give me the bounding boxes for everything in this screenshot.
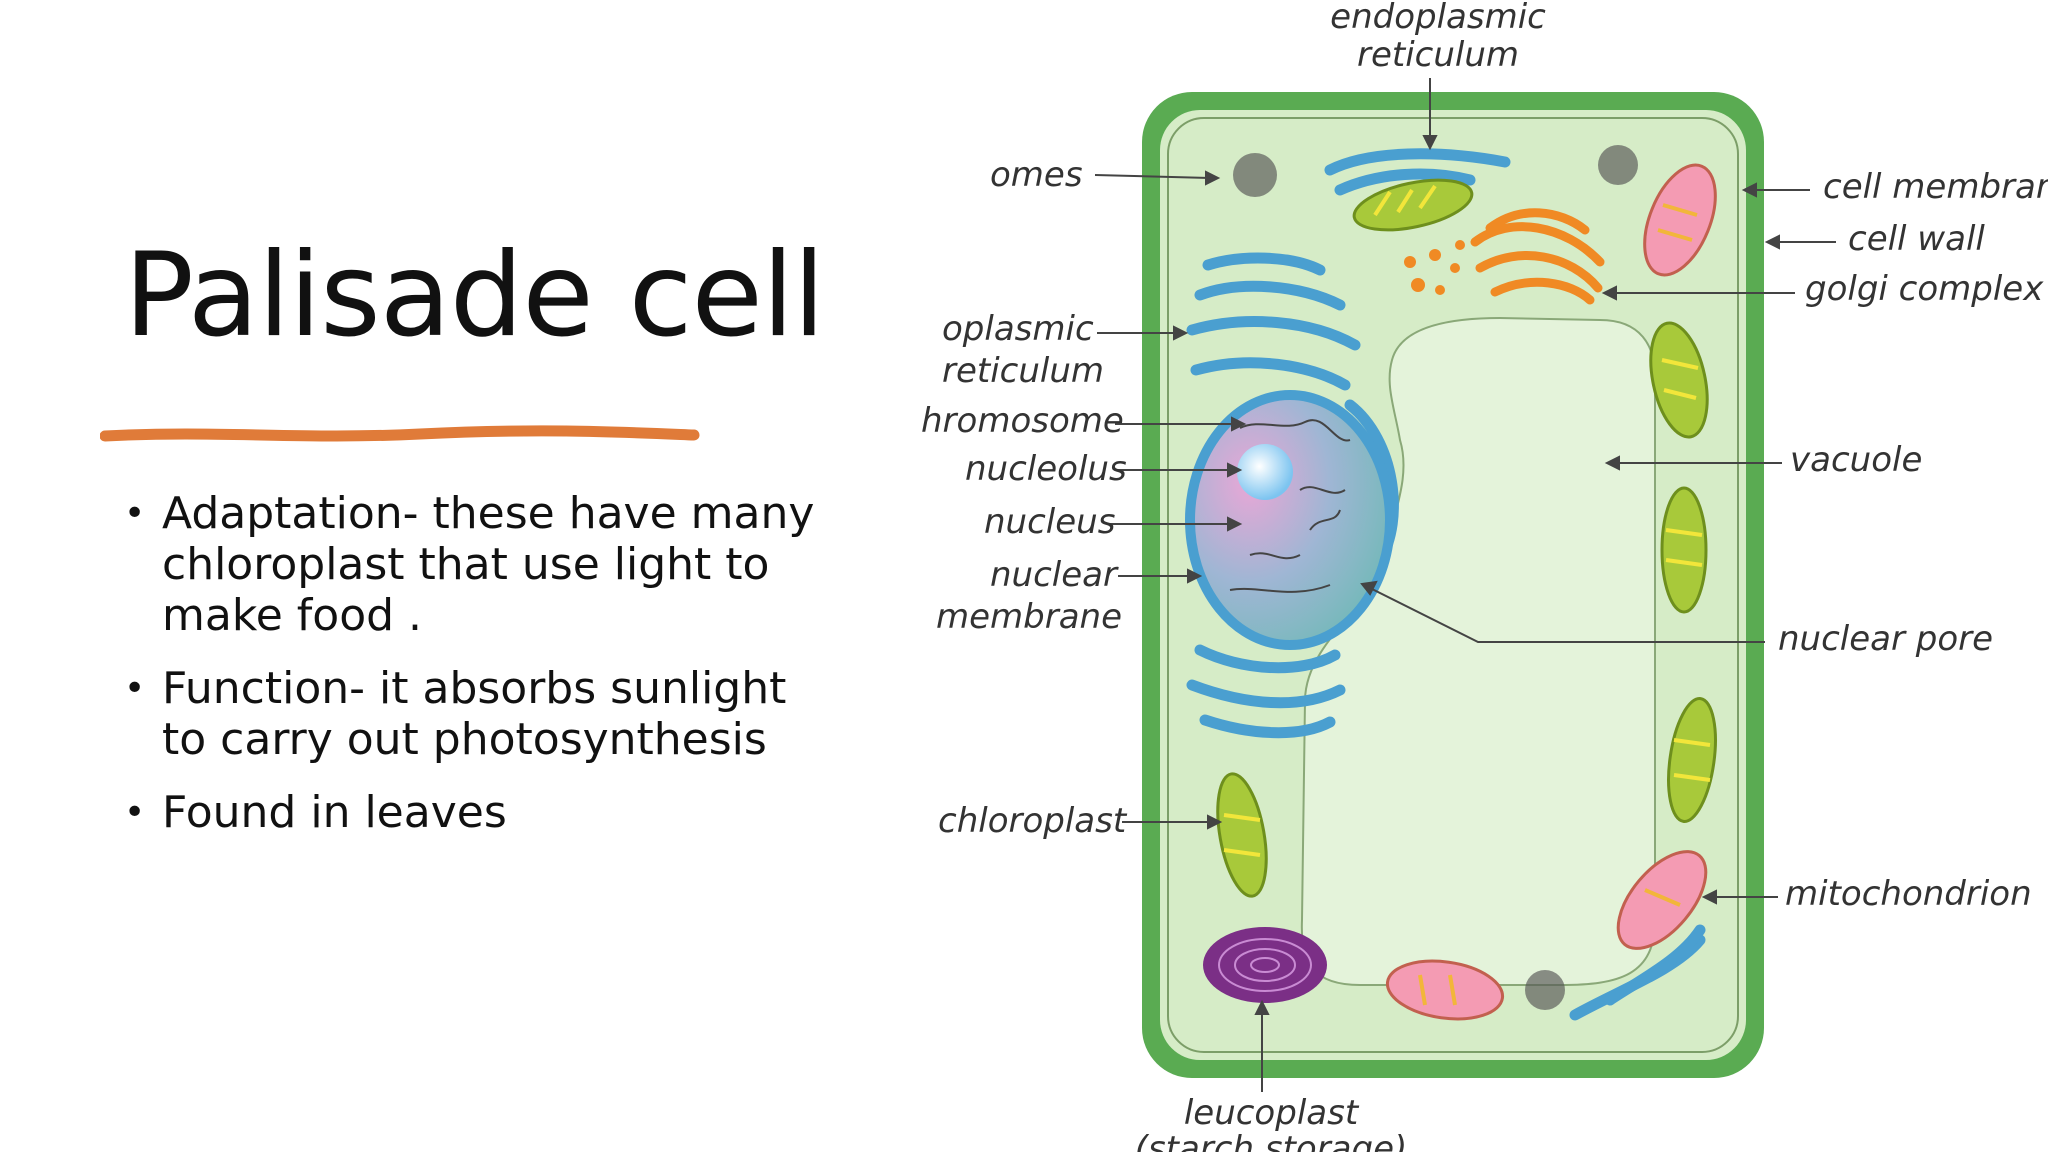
label-leucoplast-2: (starch storage) (1135, 1129, 1408, 1152)
label-chloroplast: chloroplast (938, 801, 1128, 841)
label-pointers (1094, 78, 1836, 1092)
label-cell-wall: cell wall (1848, 219, 1985, 259)
label-nuclear-membrane-2: membrane (936, 597, 1122, 637)
label-mitochondrion: mitochondrion (1785, 874, 2032, 914)
label-nucleolus: nucleolus (965, 449, 1127, 489)
nuclear-membrane (1185, 390, 1395, 650)
golgi-vesicles (1404, 240, 1465, 295)
bullet-location: Found in leaves (124, 787, 824, 838)
label-golgi-complex: golgi complex (1805, 269, 2044, 309)
label-nuclear-pore: nuclear pore (1778, 619, 1993, 659)
golgi-complex (1470, 208, 1605, 305)
label-endoplasmic-top-1: endoplasmic (1330, 0, 1546, 37)
ribosomes (1233, 145, 1638, 1010)
title-underline (100, 425, 700, 442)
chloroplasts (1216, 178, 1717, 898)
mitochondria (1385, 163, 1717, 1021)
label-vacuole: vacuole (1790, 440, 1922, 480)
label-chromosome: hromosome (921, 401, 1124, 441)
label-endoplasmic-top-2: reticulum (1357, 35, 1519, 75)
endoplasmic-reticulum (1186, 148, 1706, 1021)
label-nuclear-membrane-1: nuclear (990, 555, 1119, 595)
bullet-list: Adaptation- these have many chloroplast … (124, 488, 824, 860)
mitochondria-cristae (1418, 203, 1698, 1006)
leucoplast (1203, 927, 1327, 1003)
plant-cell-diagram: endoplasmic reticulum omes oplasmic reti… (921, 0, 2048, 1152)
diagram-labels: endoplasmic reticulum omes oplasmic reti… (921, 0, 2048, 1152)
slide-title: Palisade cell (124, 228, 825, 363)
chloroplast-grana (1223, 184, 1711, 857)
label-ribosomes: omes (990, 155, 1083, 195)
nucleolus (1237, 444, 1293, 500)
cell-membrane (1167, 117, 1739, 1053)
label-endoplasmic-left-2: reticulum (942, 351, 1104, 391)
chromosomes (1229, 419, 1351, 593)
label-leucoplast-1: leucoplast (1184, 1093, 1360, 1133)
label-cell-membrane: cell membrane (1823, 167, 2048, 207)
bullet-function: Function- it absorbs sunlight to carry o… (124, 663, 824, 765)
bullet-adaptation: Adaptation- these have many chloroplast … (124, 488, 824, 641)
label-endoplasmic-left-1: oplasmic (942, 309, 1094, 349)
label-nucleus: nucleus (984, 502, 1115, 542)
